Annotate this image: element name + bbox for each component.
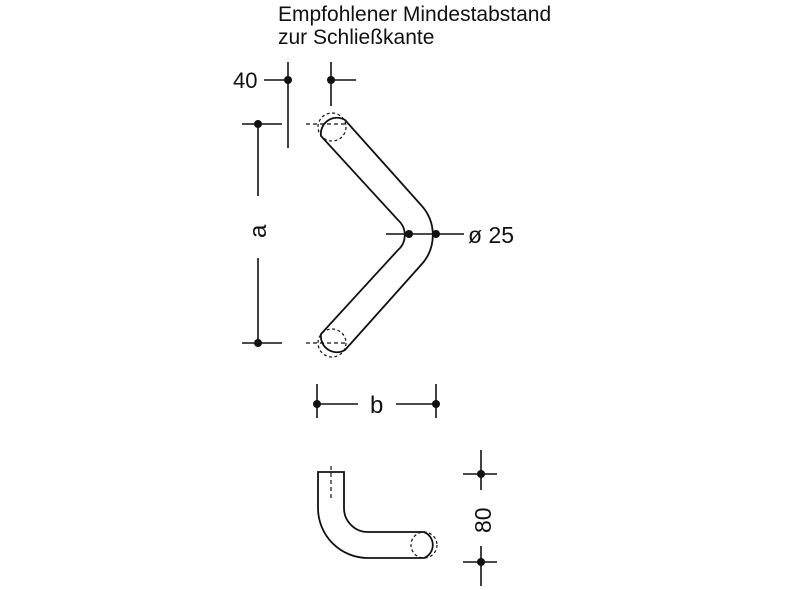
height-arrow-bottom xyxy=(254,339,262,347)
height-label: a xyxy=(245,224,272,238)
handle-outline xyxy=(319,116,434,354)
width-label: b xyxy=(370,392,383,419)
diameter-label: ø 25 xyxy=(468,222,514,248)
diameter-arrow-outer xyxy=(432,230,440,238)
gap-label: 40 xyxy=(233,68,257,93)
side-bar-section xyxy=(410,531,438,559)
handle-side-view xyxy=(317,466,438,559)
handle-front-view xyxy=(306,112,434,358)
gap-arrow-left xyxy=(284,76,292,84)
projection-label: 80 xyxy=(470,507,496,533)
note-line-1: Empfohlener Mindestabstand xyxy=(278,3,551,26)
projection-arrow-bottom xyxy=(477,558,485,566)
projection-arrow-top xyxy=(477,470,485,478)
diameter-arrow-inner xyxy=(405,230,413,238)
side-outline xyxy=(317,471,434,559)
width-arrow-right xyxy=(432,400,440,408)
bottom-bar-section xyxy=(317,328,347,358)
height-arrow-top xyxy=(254,120,262,128)
note-line-2: zur Schließkante xyxy=(278,26,434,49)
top-bar-section xyxy=(317,112,347,142)
gap-arrow-right xyxy=(327,76,335,84)
width-arrow-left xyxy=(313,400,321,408)
